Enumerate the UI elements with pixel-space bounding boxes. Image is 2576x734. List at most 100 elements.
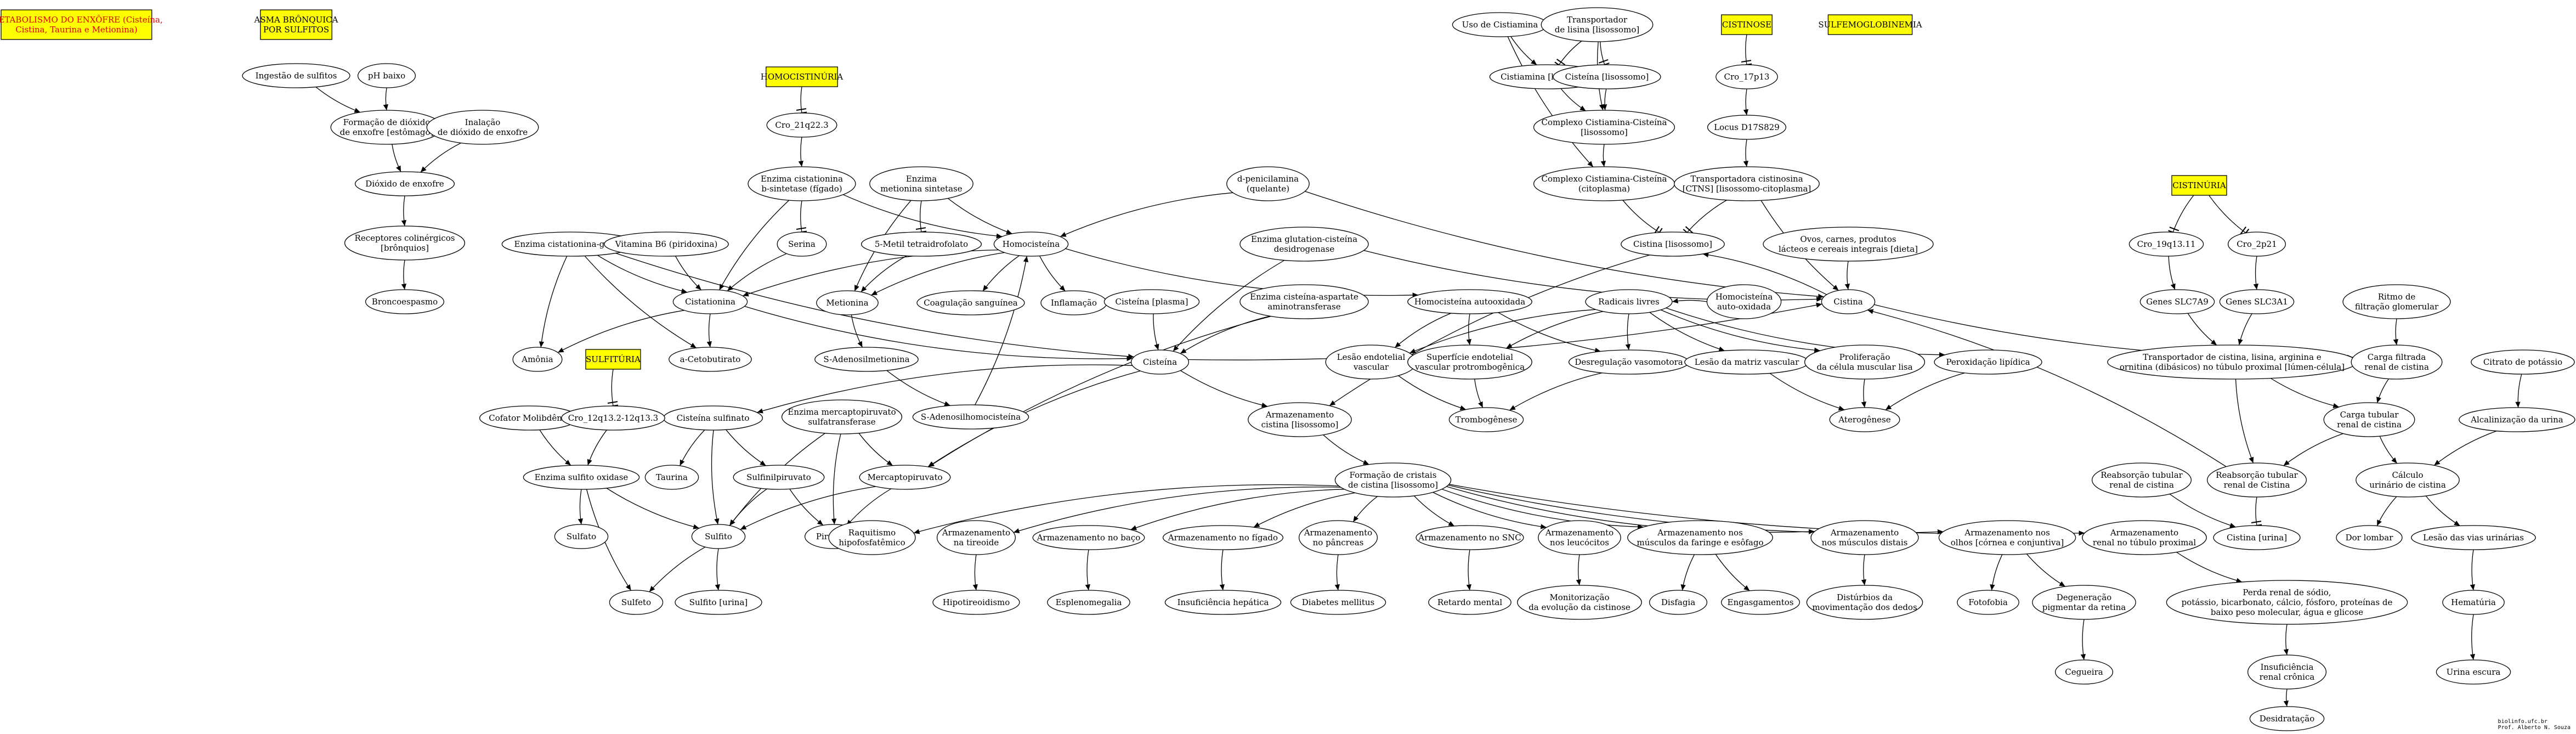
edge-citrato-to-alcalinizacao [2515,374,2522,408]
edge-enz_cgl-to-cisteina [615,252,1134,359]
node-ellipse [512,347,563,372]
edge-ingestao-to-formacao [315,86,361,113]
node-label: Cistina [lisossomo] [1633,239,1712,249]
node-sulfemoglobinemia: SULFEMOGLOBINEMIA [1818,14,1922,35]
node-label: Armazenamento no SNC [1418,533,1521,543]
disease-box [1827,14,1913,35]
edge-ritmo-to-cargafiltrada [2393,318,2398,346]
edge-enz_mts-to-homocisteina [948,198,1012,234]
node-label: Cro_2p21 [2237,239,2277,249]
node-label: auto-oxidada [1717,302,1771,312]
node-label: potássio, bicarbonato, cálcio, fósforo, … [2182,597,2393,607]
node-alcalinizacao: Alcalinização da urina [2459,407,2575,432]
node-phbaixo: pH baixo [357,63,416,88]
node-ellipse [1810,520,1919,555]
edge-inalacao-to-dioxido [420,143,461,173]
node-enz_csat: Enzima cisteína-aspartateaminotransferas… [1239,284,1369,319]
node-serina: Serina [777,232,827,257]
edge-alcalinizacao-to-calculo [2433,430,2497,466]
edge-formacristais-to-armazfigado [1253,492,1355,528]
node-ellipse [1226,166,1310,201]
edge-armazbaco-to-esplenomegalia [1085,549,1090,591]
edge-formacristais-to-armazmusc [1441,489,1644,529]
edge-homoautoox-to-superficie [1466,313,1471,346]
edge-cofator-to-enz_so [539,430,571,466]
node-ellipse [344,225,466,261]
node-ellipse [777,232,827,257]
node-ellipse [916,290,1025,315]
node-label: Broncoespasmo [372,297,438,307]
node-label: Armazenamento [2110,528,2178,538]
node-label: Enzima sulfito oxidase [535,472,629,482]
node-ellipse [993,232,1069,257]
edge-homoautoox-to-desregulacao [1498,312,1601,353]
edge-calculo-to-lesaovias [2425,495,2460,527]
edge-sadenmet-to-sadenhomo [886,370,950,406]
edge-cistinose-to-cro17p [1741,34,1752,66]
node-label: Cro_12q13.2-12q13.3 [568,413,658,423]
node-cro17p: Cro_17p13 [1716,64,1778,89]
node-label: Reabsorção tubular [2216,470,2298,480]
node-label: Armazenamento [1545,528,1613,538]
node-ellipse [1533,110,1675,145]
edge-superficie-to-trombogenese [1474,379,1484,408]
edge-peroxidacao-to-aterogenese [1885,372,1965,410]
edge-cistationina-to-amonia [557,310,684,353]
node-label: Ingestão de sulfitos [256,71,337,81]
node-label: S-Adenosilhomocisteína [921,412,1021,422]
node-label: (quelante) [1247,184,1289,194]
node-ellipse [354,171,455,196]
node-diabetes: Diabetes mellitus [1290,590,1386,615]
node-label: Cálculo [2392,470,2423,480]
node-label: Uso de Cistiamina [1462,20,1538,30]
node-ellipse [2459,407,2575,432]
node-ellipse [1448,407,1524,432]
node-label: Cro_17p13 [1724,72,1770,82]
node-label: Carga filtrada [2368,352,2426,362]
edge-radicais-to-peroxidacao [1666,307,1945,358]
edge-sulfituria-to-cro12q [607,369,619,408]
edge-cistationina-to-cisteina [744,306,1133,362]
node-sulfito: Sulfito [691,524,746,549]
node-label: Cisteína [lisossomo] [1565,72,1649,82]
disease-box [260,9,332,40]
node-armazbaco: Armazenamento no baço [1032,525,1145,550]
node-label: Degeneração [2057,592,2111,602]
node-sadenhomo: S-Adenosilhomocisteína [912,404,1029,430]
edge-homoautoox-to-lesaoendo [1394,313,1451,348]
node-label: Complexo Cistiamina-Cisteína [1542,174,1667,184]
node-ellipse [2471,349,2575,375]
edge-mercaptopiruvato-to-piruvato [846,488,892,526]
edge-mercaptopiruvato-to-sulfito [740,486,876,530]
node-label: Esplenomegalia [1056,597,1122,607]
node-label: Homocisteína [1716,292,1773,302]
edge-homocisteina-to-homoautoox [1065,248,1419,298]
node-label: Perda renal de sódio, [2243,588,2331,597]
edge-cargafiltrada-to-cargatubular [2376,379,2390,403]
edge-cro19q-to-genesslc7 [2168,256,2176,290]
node-sulfinilpiruvato: Sulfinilpiruvato [733,465,825,490]
node-label: d-penicilamina [1237,174,1299,184]
node-ellipse [1416,525,1524,550]
node-label: Superfície endotelial [1426,352,1513,362]
node-label: Transportador [1567,15,1628,25]
edge-homocisteina-to-inflamacao [1039,256,1066,292]
edge-enz_cbs-to-serina [796,200,807,234]
node-label: (citoplasma) [1578,184,1630,194]
node-cisteinaliso: Cisteína [lisossomo] [1553,64,1661,89]
node-label: de lisina [lisossomo] [1555,25,1639,35]
node-label: Complexo Cistiamina-Cisteína [1542,117,1667,127]
node-ellipse [554,524,609,549]
node-sadenmet: S-Adenosilmetionina [814,347,919,372]
edge-cisteinasulf-to-sulfito [711,430,720,525]
node-sulfitourina: Sulfito [urina] [675,590,762,615]
node-label: Hipotireoidismo [943,597,1010,607]
edge-cro12q-to-enz_so [587,430,607,466]
node-label: Sulfato [567,532,596,541]
edge-enz_so-to-sulfito [606,488,699,529]
node-ellipse [814,347,919,372]
